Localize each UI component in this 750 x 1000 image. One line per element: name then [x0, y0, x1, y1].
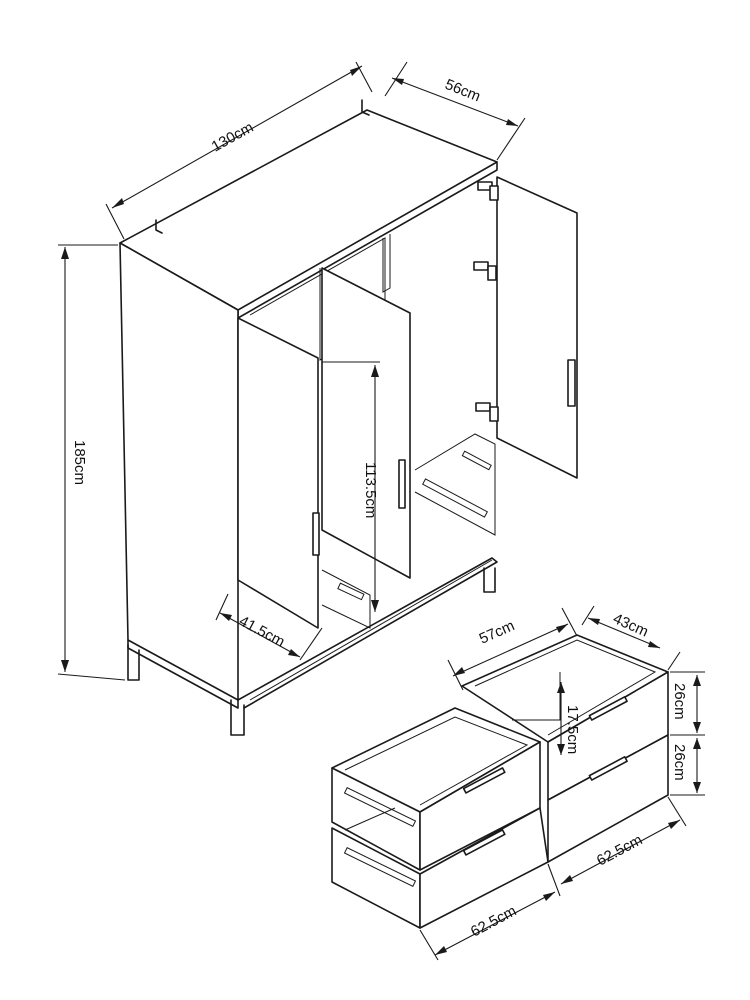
hinge-bottom-icon	[475, 402, 499, 422]
inner-drawer-right	[414, 433, 496, 536]
drawer-unit	[331, 634, 669, 929]
dim-line-front-width-right	[560, 819, 681, 885]
drawer-runner-right-back	[461, 450, 492, 471]
dim-line-front-width-left	[434, 891, 556, 956]
drawer-runner-top-left	[343, 786, 417, 828]
label-drawer-width: 57cm	[477, 617, 517, 647]
drawer-runner-left	[337, 582, 365, 601]
label-inner-depth: 41.5cm	[236, 613, 287, 651]
wall-bracket-left-icon	[155, 219, 163, 234]
inner-drawer-left	[321, 569, 371, 629]
wall-bracket-right-icon	[361, 99, 370, 116]
label-front-height-bottom: 26cm	[671, 744, 688, 781]
dim-line-width	[111, 65, 363, 209]
label-depth: 56cm	[443, 76, 483, 106]
handle-bottom-right	[588, 756, 628, 781]
drawer-front-bottom-left	[419, 807, 549, 929]
drawer-inner-right	[474, 639, 657, 736]
label-inner-height: 113.5cm	[362, 462, 379, 518]
divider-panel	[382, 234, 391, 293]
plinth	[127, 639, 239, 709]
handle-middle-door	[398, 459, 406, 509]
drawer-runner-right	[422, 478, 488, 518]
leg-front-right	[230, 699, 245, 736]
dim-line-inner-depth	[219, 612, 301, 658]
wardrobe	[119, 99, 578, 736]
dim-line-depth	[391, 77, 519, 127]
hinge-top-icon	[477, 181, 499, 201]
label-drawer-inner-height: 17.5cm	[564, 705, 581, 754]
drawer-runner-bottom-left	[343, 846, 417, 888]
leg-front-left	[127, 644, 140, 681]
handle-top-right	[588, 696, 628, 721]
left-side-panel	[119, 242, 239, 701]
drawer-front-bottom-right	[547, 734, 669, 863]
label-height: 185cm	[71, 440, 88, 485]
interior-floor-line	[249, 559, 493, 701]
label-front-width-right: 62.5cm	[594, 831, 645, 869]
bottom-rail	[237, 557, 498, 709]
hinge-middle-icon	[473, 261, 497, 281]
handle-bottom-left	[462, 829, 506, 856]
label-front-width-left: 62.5cm	[468, 902, 519, 940]
dim-line-drawer-depth	[587, 617, 661, 649]
label-width: 130cm	[209, 119, 257, 156]
handle-top-left	[462, 767, 506, 794]
handle-left-door	[312, 512, 320, 556]
leg-back-right	[483, 567, 496, 593]
middle-door	[321, 267, 411, 579]
right-door	[496, 176, 578, 479]
left-door	[237, 317, 319, 629]
handle-right-door	[567, 359, 576, 407]
dim-line-drawer-width	[452, 623, 569, 677]
label-front-height-top: 26cm	[671, 683, 688, 720]
